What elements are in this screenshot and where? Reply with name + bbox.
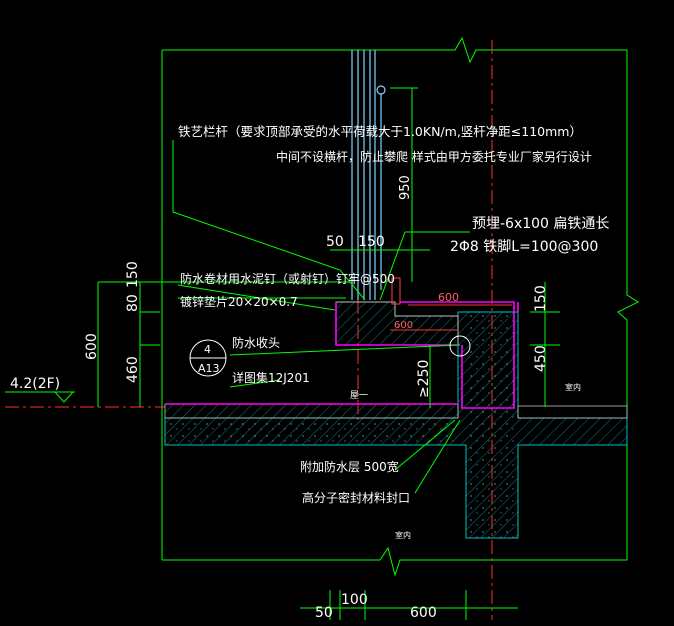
parapet-cap	[335, 277, 459, 346]
dim-600-bot: 600	[410, 605, 437, 621]
concrete-structure	[164, 311, 628, 539]
dim-600-mid: 600	[438, 291, 459, 304]
dim-150-top: 150	[358, 234, 385, 250]
dim-950: 950	[398, 175, 413, 200]
dim-80: 80	[125, 294, 141, 312]
note-extra-layer: 附加防水层 500宽	[300, 459, 399, 474]
dim-50-bot: 50	[315, 605, 333, 621]
note-atlas: 详图集12J201	[232, 370, 310, 385]
dim-150-left: 150	[125, 261, 141, 288]
note-railing-1: 铁艺栏杆（要求顶部承受的水平荷载大于1.0KN/m,竖杆净距≤110mm）	[178, 124, 582, 139]
dim-450: 450	[533, 345, 549, 372]
corner-detail-circle	[449, 335, 471, 357]
boundary-lines	[161, 36, 640, 577]
waterproof-layer	[165, 301, 519, 409]
callout-number: 4	[204, 343, 211, 356]
green-dimensions	[97, 87, 560, 620]
note-indoor-upper: 室内	[565, 382, 581, 392]
railing	[351, 50, 386, 300]
note-railing-2: 中间不设横杆，防止攀爬 样式由甲方委托专业厂家另行设计	[276, 149, 592, 164]
note-nail: 防水卷材用水泥钉（或射钉）钉牢@500	[180, 271, 395, 286]
dim-460: 460	[125, 356, 141, 383]
note-end: 防水收头	[232, 335, 280, 350]
note-embed-2: 2Φ8 铁脚L=100@300	[450, 239, 598, 255]
detail-callout	[189, 339, 227, 377]
dim-150-right: 150	[533, 285, 549, 312]
level-label: 4.2(2F)	[10, 376, 60, 392]
dim-600-left: 600	[84, 333, 100, 360]
dim-250: ≥250	[416, 360, 432, 398]
dim-600-mid2: 600	[394, 320, 413, 331]
note-indoor-lower: 室内	[395, 530, 411, 540]
note-embed-1: 预埋-6x100 扁铁通长	[472, 216, 609, 232]
dim-50-top: 50	[326, 234, 344, 250]
note-room: 屋一	[350, 390, 368, 401]
note-washer: 镀锌垫片20×20×0.7	[180, 294, 298, 309]
level-marker	[5, 391, 75, 403]
red-dimensions	[390, 304, 512, 331]
dim-100-bot: 100	[341, 592, 368, 608]
note-sealant: 高分子密封材料封口	[302, 490, 410, 505]
callout-sheet: A13	[198, 362, 220, 375]
